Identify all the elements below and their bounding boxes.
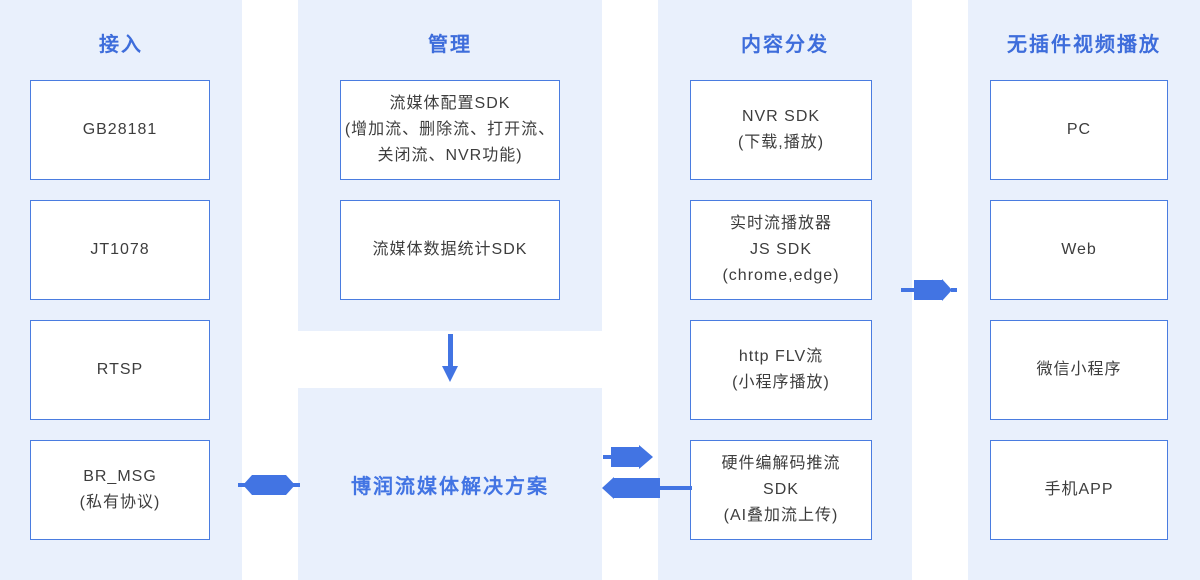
arrow-down-icon (442, 334, 458, 382)
box-line: JS SDK (749, 241, 812, 258)
box-line: (AI叠加流上传) (723, 507, 839, 524)
solution-panel: 博润流媒体解决方案 (298, 388, 602, 580)
box-line: 硬件编解码推流 (721, 455, 841, 472)
box-line: JT1078 (90, 241, 150, 258)
solution-label: 博润流媒体解决方案 (351, 475, 549, 498)
box-line: 实时流播放器 (729, 215, 832, 232)
box-line: (chrome,edge) (722, 267, 840, 284)
distribution-column-title: 内容分发 (741, 34, 829, 56)
box-line: RTSP (96, 361, 144, 378)
bidirectional-arrow-icon (238, 475, 300, 495)
distribution-box-nvr-sdk: NVR SDK (下载,播放) (690, 80, 872, 180)
arrow-right-icon (901, 279, 957, 301)
distribution-box-hw-codec-sdk: 硬件编解码推流 SDK (AI叠加流上传) (690, 440, 872, 540)
box-line: 微信小程序 (1036, 361, 1122, 378)
box-line: (下载,播放) (737, 134, 825, 151)
box-line: BR_MSG (83, 468, 157, 485)
box-line: 手机APP (1044, 481, 1114, 498)
box-line: 关闭流、NVR功能) (377, 147, 523, 164)
management-box-stream-config-sdk: 流媒体配置SDK (增加流、删除流、打开流、 关闭流、NVR功能) (340, 80, 560, 180)
playback-box-pc: PC (990, 80, 1168, 180)
access-box-br-msg: BR_MSG (私有协议) (30, 440, 210, 540)
box-line: SDK (763, 481, 799, 498)
box-line: 流媒体配置SDK (389, 95, 511, 112)
box-line: Web (1061, 241, 1097, 258)
arrow-right-icon (603, 445, 653, 469)
playback-box-web: Web (990, 200, 1168, 300)
access-column-panel: 接入 GB28181 JT1078 RTSP BR_MSG (私有协议) (0, 0, 242, 580)
box-line: 流媒体数据统计SDK (372, 241, 528, 258)
playback-column-title: 无插件视频播放 (1007, 34, 1161, 56)
access-box-rtsp: RTSP (30, 320, 210, 420)
box-line: (增加流、删除流、打开流、 (344, 121, 556, 138)
box-line: PC (1066, 121, 1092, 138)
management-column-title: 管理 (428, 34, 472, 56)
arrow-left-icon (602, 477, 692, 499)
box-line: http FLV流 (738, 348, 824, 365)
management-column-panel: 管理 流媒体配置SDK (增加流、删除流、打开流、 关闭流、NVR功能) 流媒体… (298, 0, 602, 331)
management-box-stream-stats-sdk: 流媒体数据统计SDK (340, 200, 560, 300)
playback-column-panel: 无插件视频播放 PC Web 微信小程序 手机APP (968, 0, 1200, 580)
distribution-box-http-flv: http FLV流 (小程序播放) (690, 320, 872, 420)
playback-box-wechat-miniprogram: 微信小程序 (990, 320, 1168, 420)
access-box-gb28181: GB28181 (30, 80, 210, 180)
playback-box-mobile-app: 手机APP (990, 440, 1168, 540)
box-line: GB28181 (82, 121, 158, 138)
box-line: NVR SDK (741, 108, 821, 125)
distribution-column-panel: 内容分发 NVR SDK (下载,播放) 实时流播放器 JS SDK (chro… (658, 0, 912, 580)
access-column-title: 接入 (99, 34, 143, 56)
box-line: (小程序播放) (732, 374, 830, 391)
box-line: (私有协议) (79, 494, 161, 511)
distribution-box-js-sdk: 实时流播放器 JS SDK (chrome,edge) (690, 200, 872, 300)
access-box-jt1078: JT1078 (30, 200, 210, 300)
